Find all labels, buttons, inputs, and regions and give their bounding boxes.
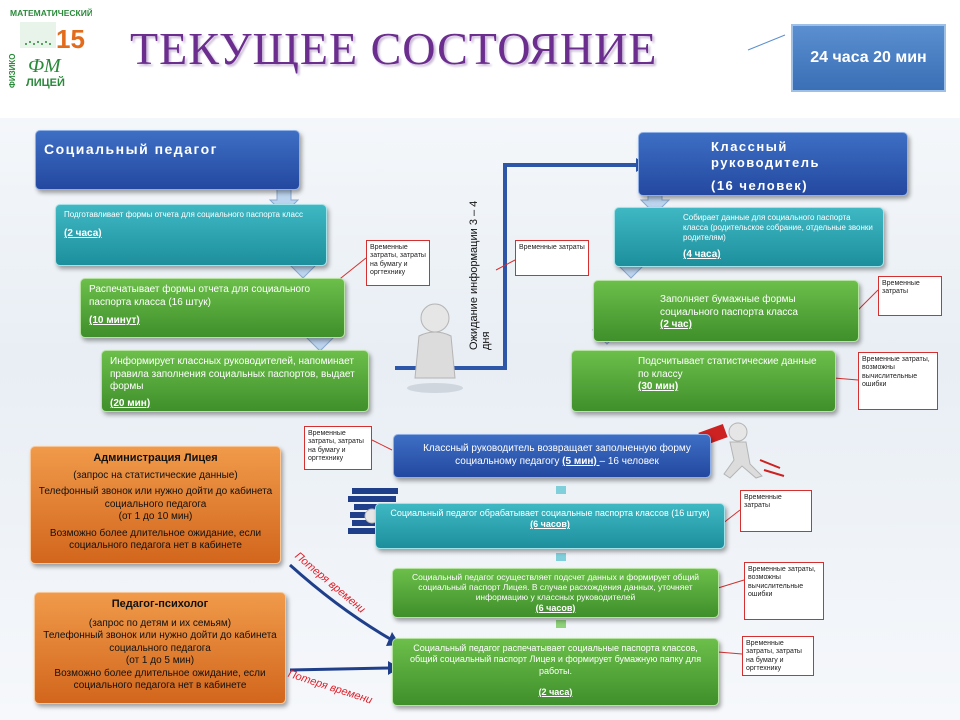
left-step-inform-teachers-time: (20 мин)	[110, 397, 151, 409]
right-step-count-stats-time: (30 мин)	[638, 381, 679, 392]
left-step-inform-teachers: Информирует классных руководителей, напо…	[101, 350, 369, 412]
left-step-print-forms: Распечатывает формы отчета для социально…	[80, 278, 345, 338]
center-step-return-form-text-b: – 16 человек	[599, 455, 659, 467]
wait-label: Ожидание информации 3 – 4 дня	[468, 200, 492, 350]
cost-note: Временные затраты	[740, 490, 812, 532]
logo-number: 15	[56, 24, 85, 54]
class-teacher-header: Классный руководитель (16 человек)	[638, 132, 908, 196]
left-step-inform-teachers-text: Информирует классных руководителей, напо…	[110, 356, 355, 392]
right-step-count-stats-text: Подсчитывает статистические данные по кл…	[638, 356, 817, 380]
center-step-return-form-time: (5 мин)	[562, 455, 600, 467]
left-step-print-forms-text: Распечатывает формы отчета для социально…	[89, 284, 311, 308]
center-step-print-folder-text: Социальный педагог распечатывает социаль…	[409, 643, 702, 676]
right-step-fill-forms-time: (2 час)	[660, 319, 692, 330]
cost-note: Временные затраты	[515, 240, 589, 276]
cost-note: Временные затраты, затраты на бумагу и о…	[366, 240, 430, 286]
psychologist-request-line1: (запрос по детям и их семьям)	[88, 617, 232, 629]
logo-bottom-text: ЛИЦЕЙ	[26, 76, 65, 89]
cost-note: Временные затраты, затраты на бумагу и о…	[742, 636, 814, 676]
center-step-return-form: Классный руководитель возвращает заполне…	[393, 434, 711, 478]
center-step-print-folder: Социальный педагог распечатывает социаль…	[392, 638, 719, 706]
right-step-fill-forms: Заполняет бумажные формы социального пас…	[593, 280, 859, 342]
admin-request-title: Администрация Лицея	[93, 452, 218, 464]
logo-side-text: ФИЗИКО	[8, 54, 17, 88]
psychologist-request-line4: Возможно более длительное ожидание, если…	[54, 667, 266, 692]
admin-request-line2: Телефонный звонок или нужно дойти до каб…	[38, 486, 273, 510]
logo-letters: ФМ	[28, 55, 62, 77]
left-step-print-forms-time: (10 минут)	[89, 315, 140, 326]
center-step-compute-general-time: (6 часов)	[535, 602, 576, 613]
psychologist-request-line3: (от 1 до 5 мин)	[125, 655, 195, 667]
cost-note: Временные затраты	[878, 276, 942, 316]
psychologist-request-box: Педагог-психолог (запрос по детям и их с…	[34, 592, 286, 704]
lyceum-logo: МАТЕМАТИЧЕСКИЙ ФИЗИКО 15 ФМ ЛИЦЕЙ	[6, 6, 92, 90]
admin-request-line3: (от 1 до 10 мин)	[118, 511, 193, 523]
cost-note: Временные затраты, возможны вычислительн…	[744, 562, 824, 620]
center-step-compute-general: Социальный педагог осуществляет подсчет …	[392, 568, 719, 618]
center-step-process-passports: Социальный педагог обрабатывает социальн…	[375, 503, 725, 549]
center-step-print-folder-time: (2 часа)	[538, 686, 573, 697]
cost-note: Временные затраты, возможны вычислительн…	[858, 352, 938, 410]
right-step-collect-data: Собирает данные для социального паспорта…	[614, 207, 884, 267]
psychologist-request-title: Педагог-психолог	[111, 598, 209, 610]
admin-request-box: Администрация Лицея (запрос на статистич…	[30, 446, 281, 564]
logo-top-text: МАТЕМАТИЧЕСКИЙ	[10, 7, 92, 18]
right-step-collect-data-text: Собирает данные для социального паспорта…	[683, 213, 873, 242]
left-step-prepare-forms: Подготавливает формы отчета для социальн…	[55, 204, 327, 266]
psychologist-request-line2: Телефонный звонок или нужно дойти до каб…	[43, 630, 277, 654]
center-step-process-passports-time: (6 часов)	[530, 519, 570, 530]
social-pedagogue-header: Социальный педагог	[35, 130, 300, 190]
center-step-process-passports-text: Социальный педагог обрабатывает социальн…	[390, 508, 710, 518]
total-time-badge: 24 часа 20 мин	[791, 24, 946, 92]
right-step-collect-data-time: (4 часа)	[683, 249, 721, 260]
center-step-return-form-text-a: Классный руководитель возвращает заполне…	[423, 443, 691, 467]
class-teacher-count: (16 человек)	[711, 177, 809, 193]
admin-request-line1: (запрос на статистические данные)	[73, 469, 238, 481]
left-step-prepare-forms-time: (2 часа)	[64, 228, 102, 239]
right-step-fill-forms-text: Заполняет бумажные формы социального пас…	[660, 294, 798, 318]
page-title: ТЕКУЩЕЕ СОСТОЯНИЕ	[130, 23, 658, 74]
center-step-compute-general-text: Социальный педагог осуществляет подсчет …	[412, 572, 699, 603]
running-person-figure	[698, 422, 785, 479]
left-step-prepare-forms-text: Подготавливает формы отчета для социальн…	[64, 210, 303, 219]
admin-request-line4: Возможно более длительное ожидание, если…	[49, 527, 262, 552]
thinking-person-figure	[407, 303, 463, 393]
class-teacher-title: Классный руководитель	[711, 139, 820, 171]
cost-note: Временные затраты, затраты на бумагу и о…	[304, 426, 372, 470]
right-step-count-stats: Подсчитывает статистические данные по кл…	[571, 350, 836, 412]
social-pedagogue-title: Социальный педагог	[44, 141, 219, 157]
